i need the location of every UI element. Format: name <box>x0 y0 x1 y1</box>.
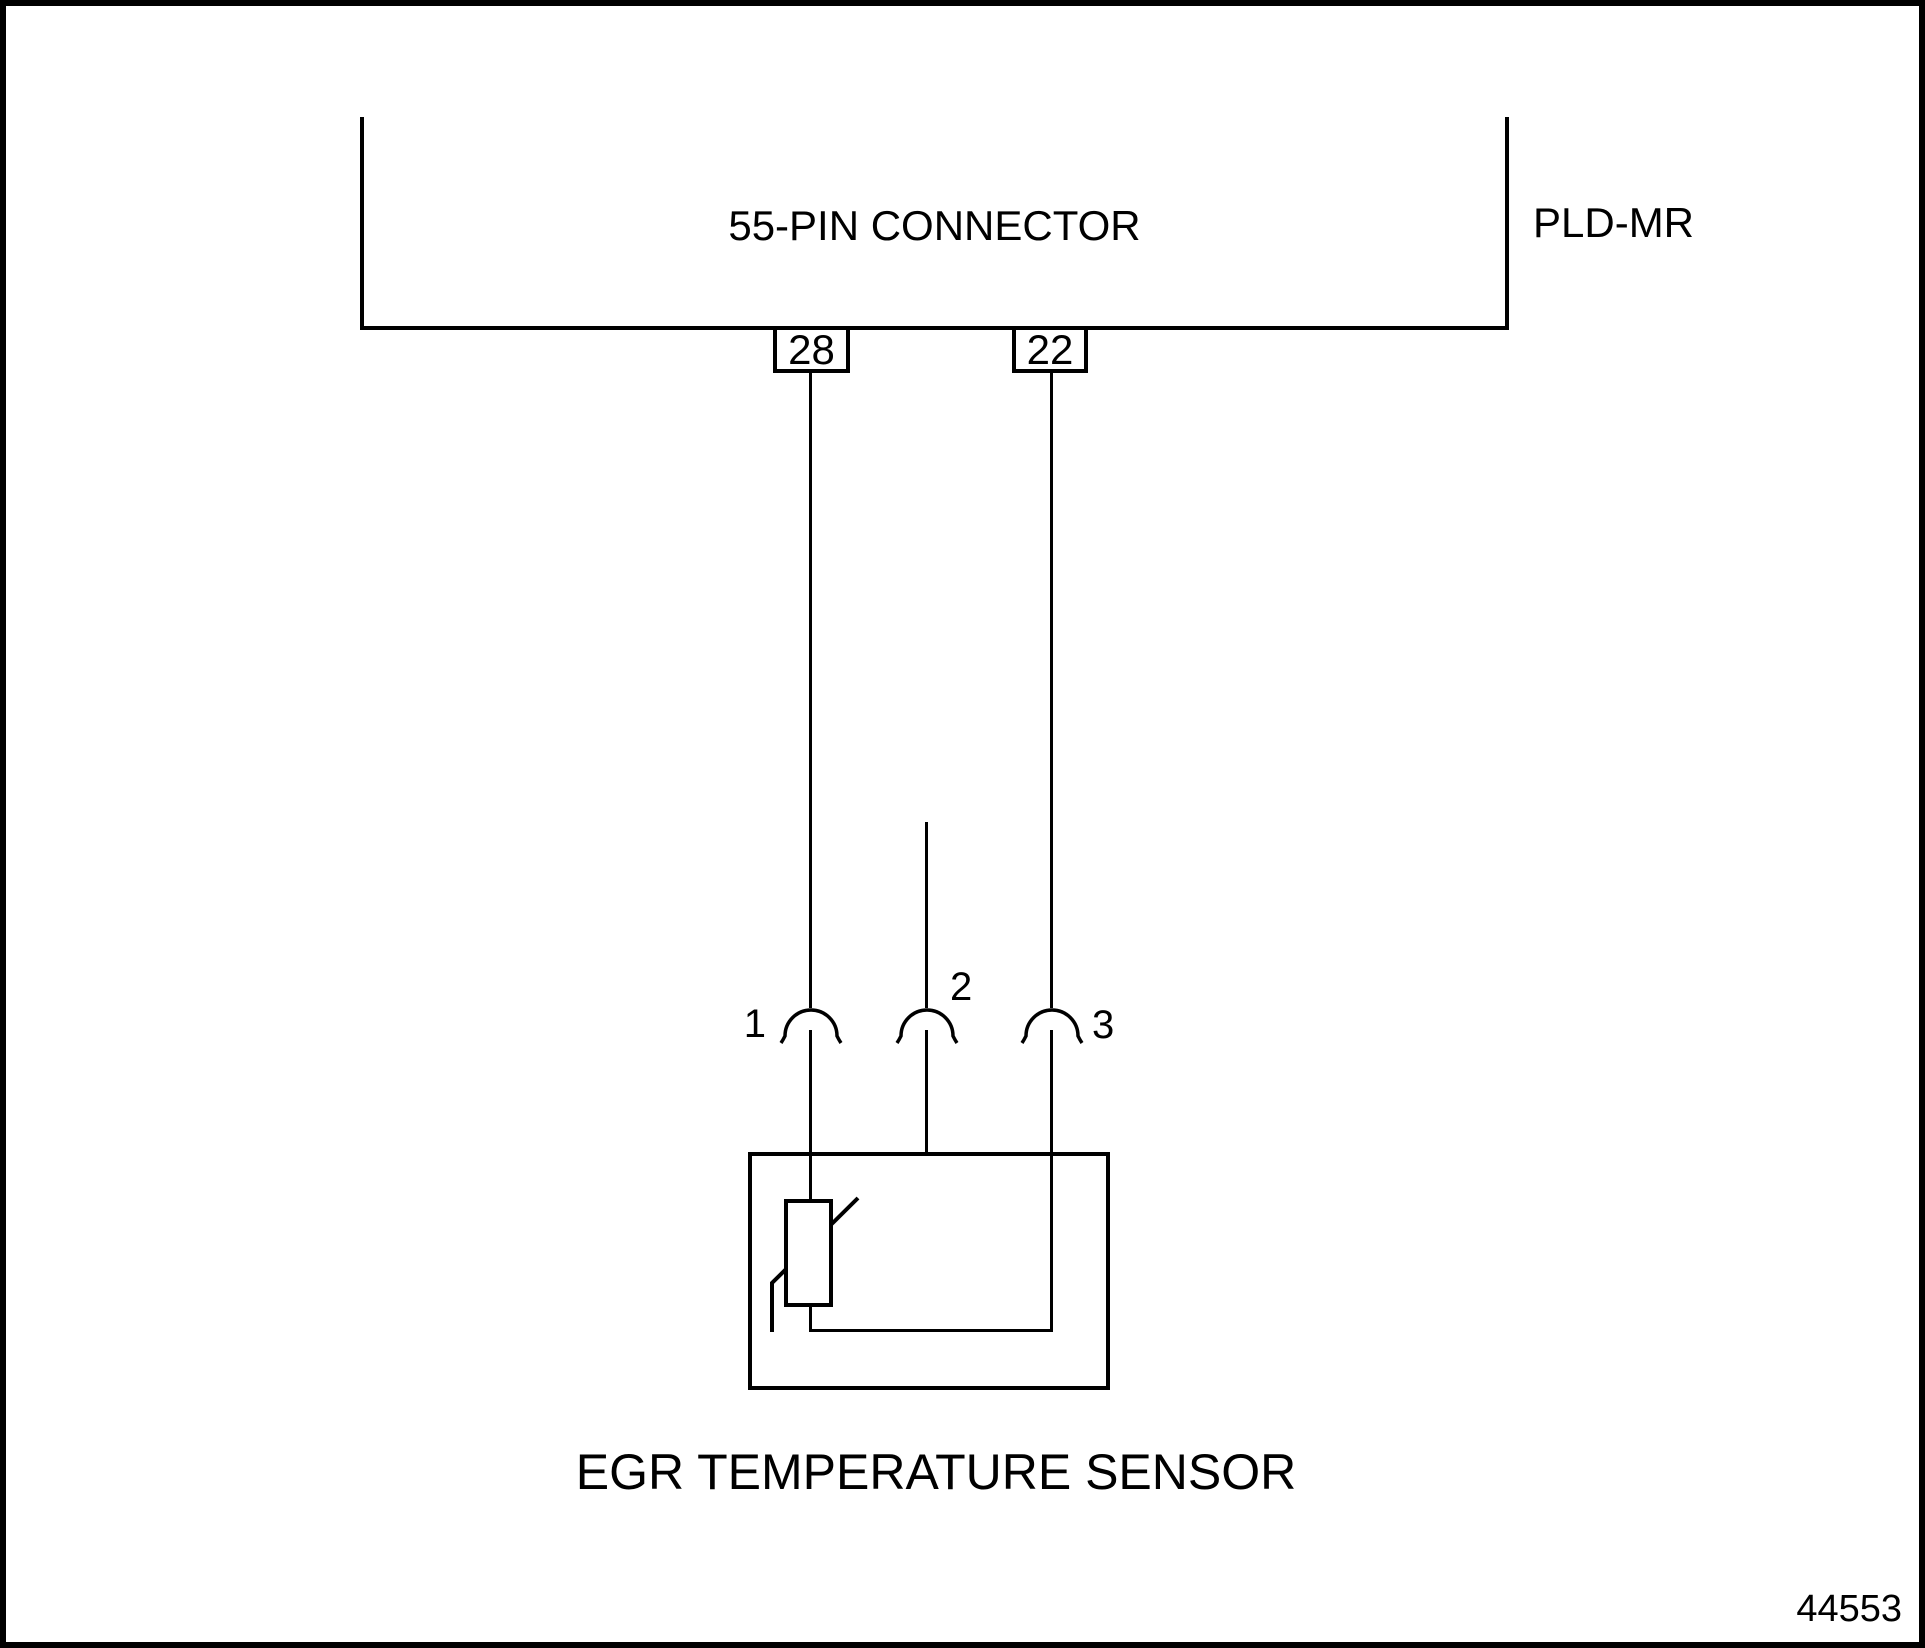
wire-terminal1-to-thermistor <box>809 1030 812 1201</box>
pin-number-22: 22 <box>1026 325 1074 373</box>
wire-terminal2-to-sensor-case <box>925 1030 928 1156</box>
wire-pin28-to-terminal1 <box>809 373 812 1008</box>
terminal-label-2: 2 <box>950 965 973 1009</box>
terminal-label-1: 1 <box>743 1002 766 1046</box>
wire-stub-to-terminal2 <box>925 822 928 1008</box>
wire-terminal3-into-sensor <box>1050 1030 1053 1332</box>
terminal-label-3: 3 <box>1092 1003 1115 1047</box>
pin-box-22: 22 <box>1012 326 1088 373</box>
connector-box <box>360 117 1509 330</box>
wire-thermistor-to-terminal3-link <box>809 1329 1053 1332</box>
terminal-socket-icon-1 <box>779 1008 843 1044</box>
figure-number: 44553 <box>1796 1588 1902 1630</box>
thermistor-body <box>784 1199 833 1307</box>
wire-thermistor-bottom-stub <box>809 1305 812 1332</box>
connector-title: 55-PIN CONNECTOR <box>728 202 1141 249</box>
module-label: PLD-MR <box>1533 199 1695 246</box>
sensor-box <box>748 1152 1110 1390</box>
sensor-title: EGR TEMPERATURE SENSOR <box>575 1444 1297 1500</box>
pin-box-28: 28 <box>773 326 850 373</box>
pin-number-28: 28 <box>788 325 835 373</box>
wire-pin22-to-terminal3 <box>1050 373 1053 1008</box>
terminal-socket-icon-3 <box>1020 1008 1084 1044</box>
terminal-socket-icon-2 <box>895 1008 959 1044</box>
